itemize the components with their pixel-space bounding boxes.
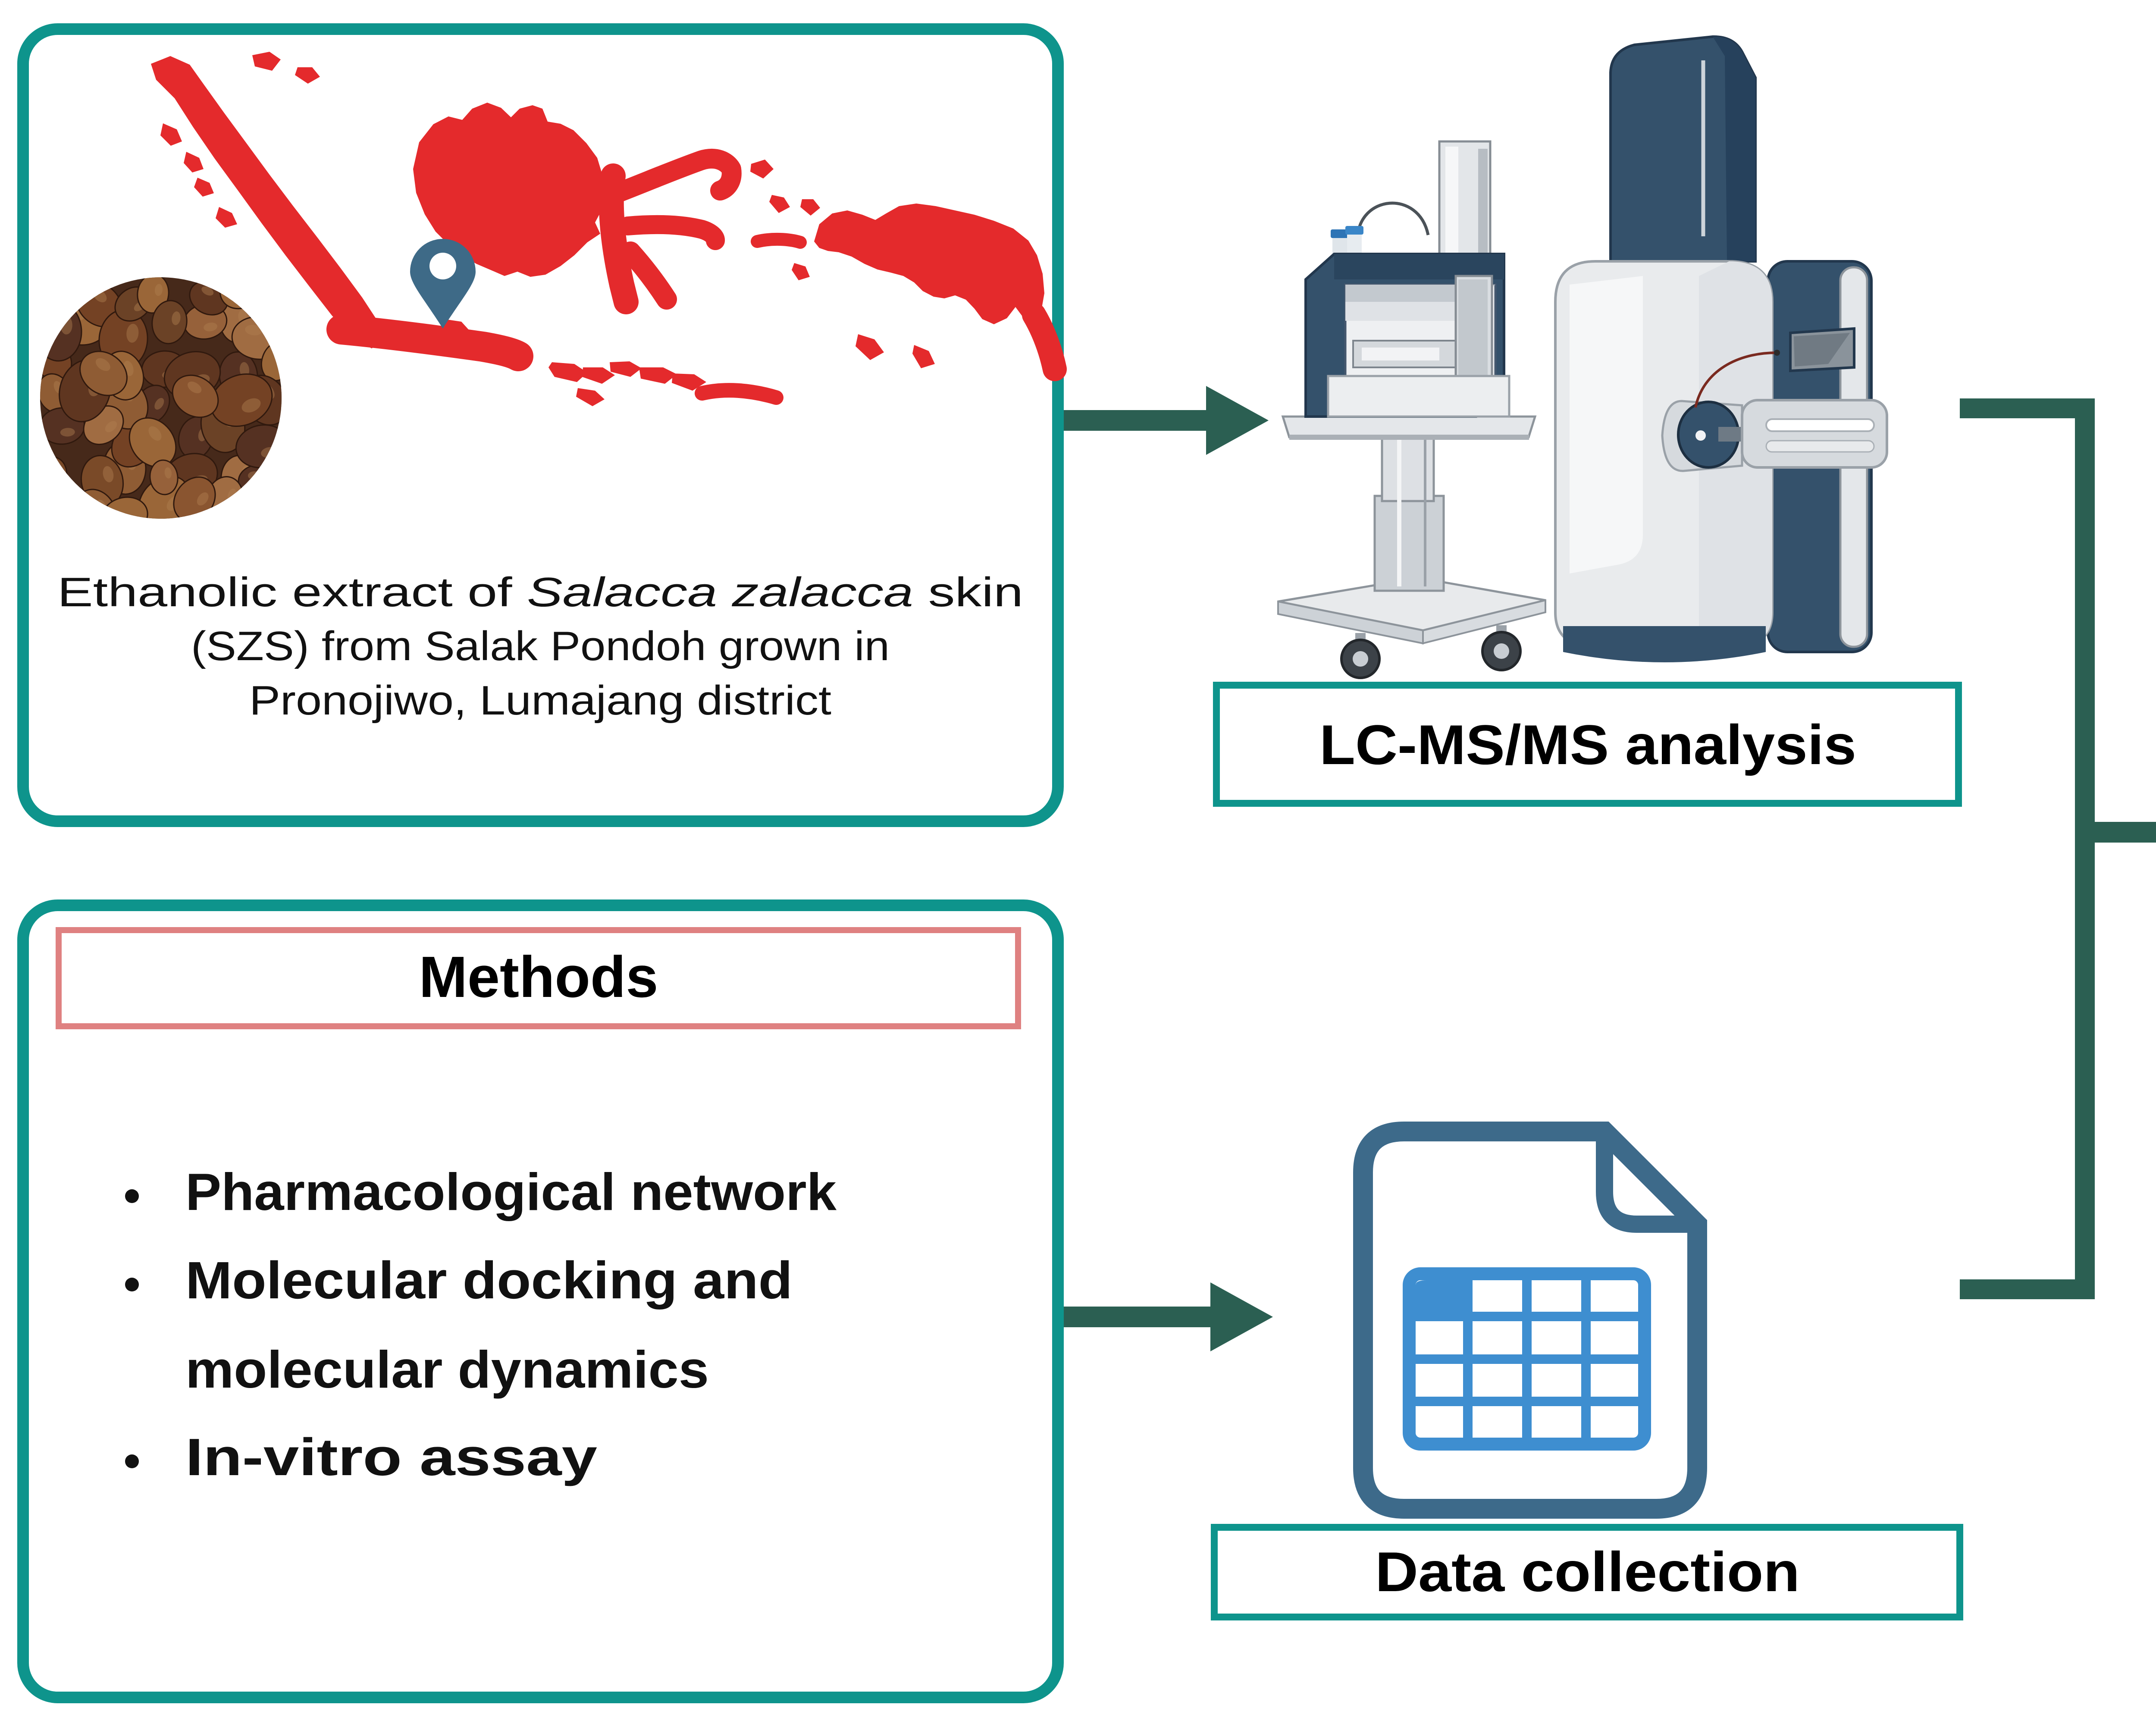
svg-text:In-vitro assay: In-vitro assay [185, 1428, 597, 1486]
svg-text:Pronojiwo, Lumajang district: Pronojiwo, Lumajang district [249, 677, 831, 724]
svg-text:Pharmacological network: Pharmacological network [185, 1163, 837, 1221]
svg-text:LC-MS/MS analysis: LC-MS/MS analysis [1319, 713, 1856, 776]
svg-text:Methods: Methods [419, 944, 658, 1009]
svg-text:Ethanolic extract of Salacca z: Ethanolic extract of Salacca zalacca ski… [57, 569, 1023, 615]
svg-text:molecular dynamics: molecular dynamics [185, 1340, 709, 1399]
svg-text:(SZS) from Salak Pondoh grown: (SZS) from Salak Pondoh grown in [191, 623, 890, 669]
svg-text:Molecular docking and: Molecular docking and [185, 1251, 793, 1310]
svg-text:Data collection: Data collection [1375, 1540, 1800, 1603]
